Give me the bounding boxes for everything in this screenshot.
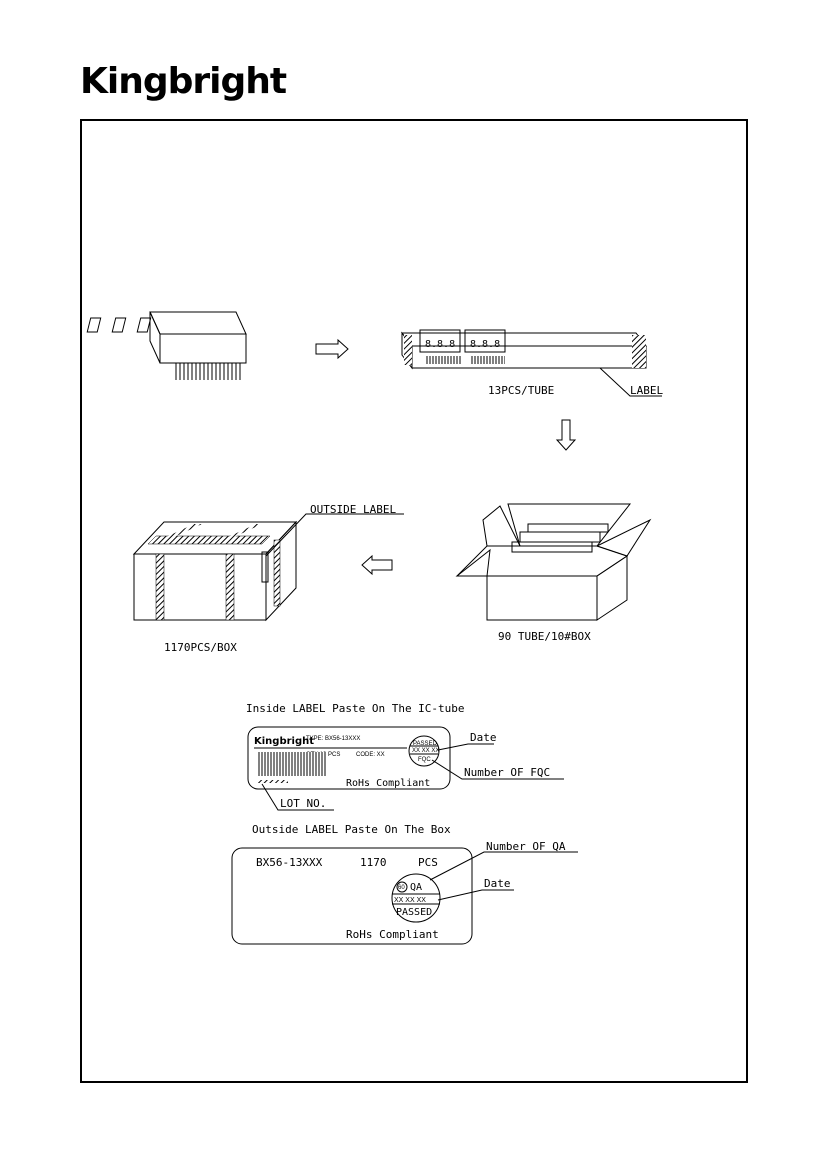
- arrow-right-icon: [315, 338, 349, 360]
- inside-label-brand: Kingbright: [254, 736, 314, 747]
- outside-label-rohs: RoHs Compliant: [346, 928, 439, 941]
- outside-label-qty: 1170: [360, 856, 387, 869]
- outside-stamp-bottom: PASSED: [396, 907, 432, 918]
- outside-stamp-top: QA: [410, 882, 422, 893]
- tube-quantity-text: 13PCS/TUBE: [488, 384, 554, 397]
- inside-stamp-mid: XX XX XX: [412, 748, 439, 754]
- arrow-down-icon: [555, 419, 577, 451]
- inside-label-title: Inside LABEL Paste On The IC-tube: [246, 702, 465, 715]
- pcs-per-box-text: 1170PCS/BOX: [164, 641, 237, 654]
- svg-text:8.8.8: 8.8.8: [470, 339, 500, 350]
- ic-tube: 8.8.8 8.8.8: [400, 329, 648, 370]
- label-callout: LABEL: [630, 384, 663, 397]
- tube-per-box-text: 90 TUBE/10#BOX: [498, 630, 591, 643]
- inside-stamp-top: PASSED: [413, 741, 438, 747]
- closed-carton-box: [132, 520, 298, 622]
- page-frame: [80, 119, 748, 1083]
- outside-stamp-num: 60: [398, 885, 405, 891]
- inside-stamp-bottom: FQC: [418, 757, 431, 763]
- arrow-left-icon: [361, 554, 393, 576]
- lot-no-callout: LOT NO.: [280, 797, 326, 810]
- led-display-component: [86, 311, 247, 380]
- outside-label-sample: BX56-13XXX 1170 PCS 60 QA XX XX XX PASSE…: [231, 847, 473, 945]
- inside-label-type: TYPE: BX56-13XXX: [306, 736, 360, 742]
- number-qa-callout: Number OF QA: [486, 840, 566, 853]
- outside-label-title: Outside LABEL Paste On The Box: [252, 823, 451, 836]
- outside-label-part: BX56-13XXX: [256, 856, 323, 869]
- inside-label-code: CODE: XX: [356, 752, 385, 758]
- outside-label-unit: PCS: [418, 856, 438, 869]
- inside-label-rohs: RoHs Compliant: [346, 778, 430, 789]
- svg-text:8.8.8: 8.8.8: [425, 339, 455, 350]
- outside-stamp-mid: XX XX XX: [394, 897, 426, 904]
- date-callout: Date: [470, 731, 497, 744]
- outside-label-callout: OUTSIDE LABEL: [310, 503, 396, 516]
- open-carton-box: [455, 503, 652, 621]
- number-fqc-callout: Number OF FQC: [464, 766, 550, 779]
- inside-label-sample: Kingbright TYPE: BX56-13XXX QTY:13 PCS C…: [247, 726, 451, 790]
- kingbright-logo: Kingbright: [80, 61, 287, 102]
- date-callout-2: Date: [484, 877, 511, 890]
